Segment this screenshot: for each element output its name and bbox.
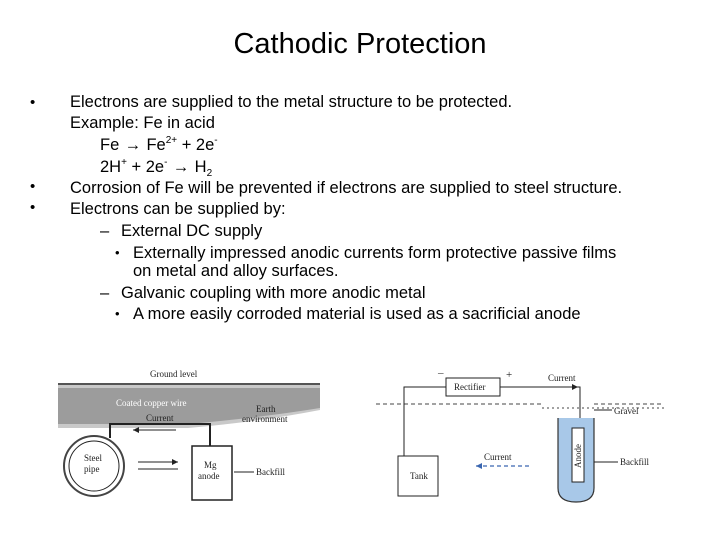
coated-wire-label: Coated copper wire [116, 398, 186, 408]
gravel-label: Gravel [614, 406, 639, 416]
ground-level-label: Ground level [150, 369, 198, 379]
impressed-current-diagram: Rectifier – + Current Gravel Tank Curren… [376, 367, 664, 503]
current-mid-label: Current [484, 452, 512, 462]
plus-sign: + [506, 369, 512, 381]
bullet-marker: • [30, 178, 36, 195]
current-top-label: Current [548, 373, 576, 383]
minus-sign: – [437, 367, 444, 379]
slide-title: Cathodic Protection [233, 28, 487, 60]
sub-bullet-external-dc: External DC supply [121, 222, 263, 240]
equation-fe-oxidation: Fe → Fe2+ + 2e- [100, 135, 218, 155]
sub-bullet-marker: • [115, 306, 120, 321]
bullet-marker: • [30, 199, 36, 216]
arrow-icon: → [124, 136, 142, 154]
current-label: Current [146, 413, 174, 423]
steel-label: Steel [84, 453, 102, 463]
anode-label: anode [198, 471, 220, 481]
environment-label: environment [242, 414, 288, 424]
bullet-marker: • [30, 94, 36, 111]
galvanic-protection-diagram: Ground level Coated copper wire Current … [58, 369, 320, 501]
backfill-right-label: Backfill [620, 457, 649, 467]
anode-label-rotated: Anode [573, 444, 583, 468]
example-text: Example: Fe in acid [70, 114, 215, 132]
bullet-text-corrosion-prevented: Corrosion of Fe will be prevented if ele… [70, 179, 623, 197]
dash-marker: – [100, 222, 110, 240]
backfill-label: Backfill [256, 467, 285, 477]
bullet-text-electrons-supplied: Electrons are supplied to the metal stru… [70, 93, 513, 111]
earth-label: Earth [256, 404, 276, 414]
sub-bullet-galvanic-coupling: Galvanic coupling with more anodic metal [121, 284, 426, 302]
dash-marker: – [100, 284, 110, 302]
equation-hydrogen-reduction: 2H+ + 2e- → H2 [100, 157, 213, 179]
pipe-label: pipe [84, 464, 100, 474]
sub-bullet-marker: • [115, 245, 120, 260]
mg-label: Mg [204, 460, 217, 470]
soil-layer [58, 388, 320, 424]
sub-item-impressed-current-cont: on metal and alloy surfaces. [133, 262, 339, 280]
sub-item-sacrificial-anode: A more easily corroded material is used … [133, 305, 581, 323]
bullet-text-electrons-supplied-by: Electrons can be supplied by: [70, 200, 286, 218]
sub-item-impressed-current: Externally impressed anodic currents for… [133, 244, 617, 262]
rectifier-label: Rectifier [454, 382, 485, 392]
tank-label: Tank [410, 471, 428, 481]
arrow-icon: → [172, 158, 190, 176]
